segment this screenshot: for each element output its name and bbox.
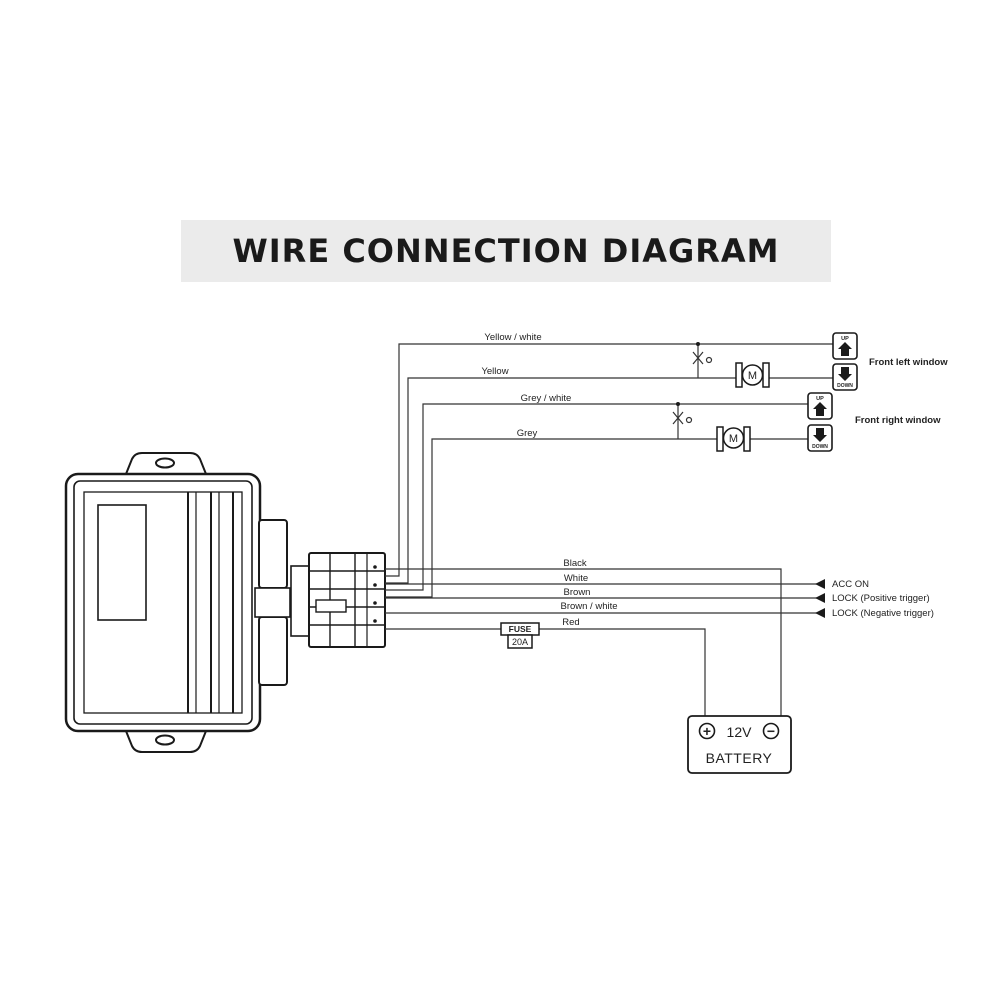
switch-right-up-label: UP	[816, 396, 824, 402]
label-front-right-window: Front right window	[855, 415, 941, 426]
switch-right-down-label: DOWN	[812, 444, 828, 450]
motor-left	[735, 362, 770, 388]
wire-grey-white	[385, 403, 808, 591]
label-red: Red	[562, 617, 579, 628]
label-lock-positive: LOCK (Positive trigger)	[832, 593, 930, 604]
page-title: WIRE CONNECTION DIAGRAM	[232, 232, 780, 270]
label-yellow: Yellow	[481, 366, 508, 377]
motor-left-label: M	[748, 370, 757, 382]
label-white: White	[564, 573, 588, 584]
battery	[687, 715, 792, 774]
battery-minus-icon: −	[767, 723, 775, 739]
battery-name: BATTERY	[706, 750, 773, 766]
fuse	[500, 622, 540, 649]
harness-connector	[290, 552, 386, 648]
motor-right-label: M	[729, 433, 738, 445]
fuse-rating: 20A	[512, 637, 528, 647]
label-yellow-white: Yellow / white	[484, 332, 541, 343]
title-banner: WIRE CONNECTION DIAGRAM	[181, 220, 831, 282]
switch-left-down: DOWN	[832, 363, 858, 391]
fuse-label: FUSE	[509, 624, 532, 634]
label-brown-white: Brown / white	[560, 601, 617, 612]
label-acc-on: ACC ON	[832, 579, 869, 590]
label-black: Black	[563, 558, 586, 569]
switch-right-down: DOWN	[807, 424, 833, 452]
wire-grey	[385, 438, 718, 598]
label-grey-white: Grey / white	[521, 393, 572, 404]
battery-voltage: 12V	[727, 724, 753, 740]
wire-yellow-white	[385, 343, 833, 577]
wire-black	[385, 568, 782, 716]
switch-right-up: UP	[807, 392, 833, 420]
motor-right	[716, 426, 751, 452]
label-front-left-window: Front left window	[869, 357, 948, 368]
battery-plus-icon: +	[703, 723, 711, 739]
switch-left-up-label: UP	[841, 336, 849, 342]
switch-left-down-label: DOWN	[837, 383, 853, 389]
label-grey: Grey	[517, 428, 538, 439]
wire-yellow	[385, 377, 736, 584]
cut-symbols	[672, 351, 713, 425]
label-brown: Brown	[564, 587, 591, 598]
input-arrows	[815, 579, 825, 618]
switch-left-up: UP	[832, 332, 858, 360]
wire-red-battery	[539, 628, 706, 716]
control-module	[64, 452, 291, 753]
label-lock-negative: LOCK (Negative trigger)	[832, 608, 934, 619]
